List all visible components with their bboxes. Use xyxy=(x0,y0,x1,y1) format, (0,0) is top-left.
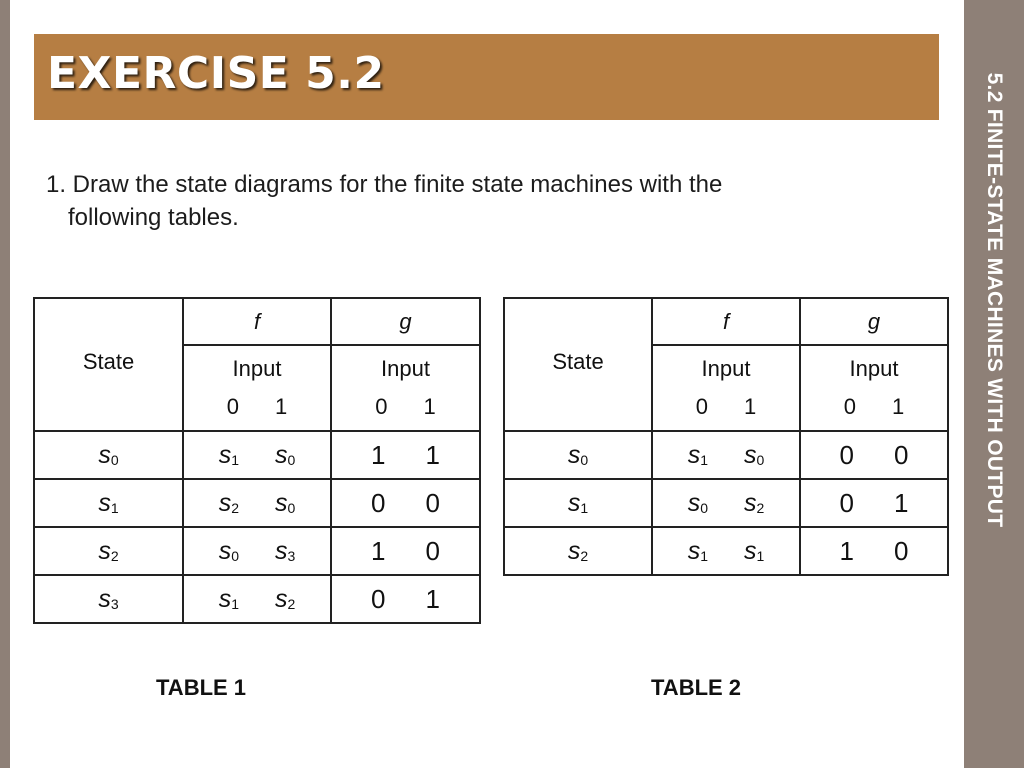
state-cell: s1 xyxy=(33,478,184,528)
f-header: f xyxy=(651,297,801,346)
input-value: 1 xyxy=(275,394,288,419)
state-header: State xyxy=(503,297,653,432)
f-input-header: Input 0 1 xyxy=(182,344,332,432)
input-value: 1 xyxy=(892,394,905,419)
input-value: 1 xyxy=(744,394,757,419)
input-label: Input xyxy=(701,356,751,381)
g-input-header: Input 0 1 xyxy=(330,344,481,432)
question-line-2: following tables. xyxy=(68,204,239,231)
input-values: 0 1 xyxy=(801,388,947,426)
state-cell: s1 xyxy=(503,478,653,528)
input-value: 1 xyxy=(423,394,436,419)
input-value: 0 xyxy=(226,394,239,419)
state-cell: s3 xyxy=(33,574,184,624)
f-header: f xyxy=(182,297,332,346)
state-cell: s2 xyxy=(33,526,184,576)
state-cell: s0 xyxy=(503,430,653,480)
side-band: 5.2 FINITE-STATE MACHINES WITH OUTPUT xyxy=(964,0,1024,768)
question-text: 1. Draw the state diagrams for the finit… xyxy=(46,168,906,234)
input-value: 0 xyxy=(695,394,708,419)
question-line-1: 1. Draw the state diagrams for the finit… xyxy=(46,171,723,198)
table-1-caption: TABLE 1 xyxy=(156,675,247,700)
input-value: 0 xyxy=(843,394,856,419)
input-label: Input xyxy=(849,356,899,381)
state-cell: s0 xyxy=(33,430,184,480)
g-header: g xyxy=(330,297,481,346)
g-input-header: Input 0 1 xyxy=(799,344,949,432)
section-title: 5.2 FINITE-STATE MACHINES WITH OUTPUT xyxy=(983,72,1006,528)
f-input-header: Input 0 1 xyxy=(651,344,801,432)
state-header: State xyxy=(33,297,184,432)
input-label: Input xyxy=(232,356,282,381)
left-border xyxy=(0,0,10,768)
g-header: g xyxy=(799,297,949,346)
input-values: 0 1 xyxy=(332,388,479,426)
input-values: 0 1 xyxy=(184,388,330,426)
title-bar: EXERCISE 5.2 xyxy=(34,34,939,120)
input-values: 0 1 xyxy=(653,388,799,426)
input-label: Input xyxy=(381,356,430,381)
input-value: 0 xyxy=(375,394,388,419)
slide-title: EXERCISE 5.2 xyxy=(47,48,385,99)
state-cell: s2 xyxy=(503,526,653,576)
table-2-caption: TABLE 2 xyxy=(651,675,742,700)
